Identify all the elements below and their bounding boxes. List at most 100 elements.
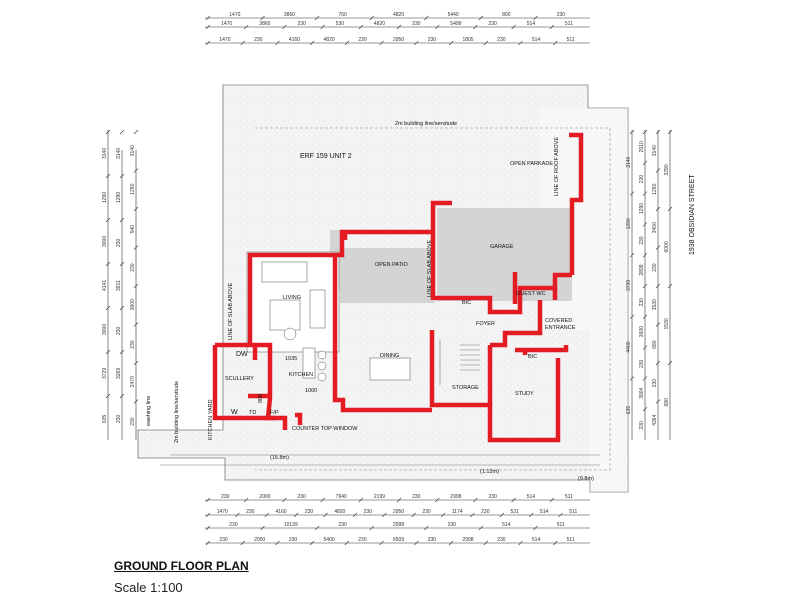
dim-bottom-tick-1-8 (440, 512, 446, 518)
dim-bottom-1-0: 1470 (217, 509, 228, 515)
dim-left-0-4: 3000 (102, 324, 108, 335)
dim-top-tick-1-3 (320, 24, 325, 30)
dim-bottom-1-8: 1174 (452, 509, 463, 515)
dim-top-1-8: 514 (527, 21, 536, 27)
dim-bottom-tick-3-9 (518, 540, 523, 546)
dim-left-0-1: 1290 (102, 192, 108, 203)
dim-top-tick-1-2 (282, 24, 287, 30)
dim-right-tick-0-3 (629, 314, 635, 320)
dim-left-2-1: 1290 (130, 183, 136, 194)
line-of-slab-above-left: LINE OF SLAB ABOVE (228, 283, 234, 340)
dim-bottom-tick-1-1 (235, 512, 240, 518)
dim-bottom-tick-1-4 (323, 512, 328, 518)
dim-right-tick-1-5 (642, 283, 648, 289)
dim-left-2-0: 3140 (130, 145, 136, 156)
dim-top-1-5: 230 (412, 21, 421, 27)
dim-9-8: (9.8m) (578, 476, 594, 482)
dim-right-1-1: 230 (639, 175, 645, 184)
dim-top-2-0: 1470 (219, 37, 230, 43)
dim-bottom-0-7: 230 (489, 494, 498, 500)
dim-bottom-2-5: 514 (502, 522, 511, 528)
dim-top-tick-2-6 (414, 40, 419, 46)
dim-right-tick-1-4 (642, 252, 648, 258)
dim-bottom-2-0: 230 (229, 522, 238, 528)
room-garage: GARAGE (490, 244, 514, 250)
dim-bottom-tick-0-6 (434, 497, 440, 503)
dim-top-tick-1-5 (396, 24, 402, 30)
dim-left-tick-2-7 (133, 399, 139, 404)
dim-bottom-tick-3-6 (414, 540, 419, 546)
dim-right-1-2: 1290 (639, 203, 645, 214)
dim-bottom-3-8: 230 (497, 537, 506, 543)
dim-right-tick-2-7 (655, 399, 661, 404)
room-bic-2: BIC (528, 354, 537, 360)
dim-right-tick-1-6 (642, 314, 648, 320)
dim-bottom-1-10: 531 (511, 509, 520, 515)
dim-bottom-tick-1-5 (352, 512, 358, 518)
plan-title: GROUND FLOOR PLAN (114, 559, 249, 573)
dim-right-tick-0-2 (629, 252, 635, 258)
dim-right-1-6: 3600 (639, 326, 645, 337)
dim-right-0-4: 635 (626, 406, 632, 415)
dim-top-2-6: 230 (428, 37, 437, 43)
dim-bottom-tick-0-9 (549, 497, 555, 503)
dim-bottom-0-9: 511 (565, 494, 573, 500)
dim-bottom-tick-3-1 (240, 540, 245, 546)
dim-top-tick-0-1 (260, 15, 265, 21)
dim-bottom-3-7: 2998 (462, 537, 473, 543)
dim-top-2-8: 230 (497, 37, 506, 43)
dim-right-tick-2-1 (655, 168, 661, 173)
dim-left-tick-1-5 (119, 349, 125, 355)
dim-right-tick-1-0 (642, 129, 648, 135)
dim-left-tick-2-0 (133, 129, 139, 135)
dim-right-1-0: 2910 (639, 141, 645, 152)
dim-bottom-2-2: 230 (338, 522, 347, 528)
dim-right-2-1: 1290 (652, 183, 658, 194)
dim-right-tick-2-0 (655, 129, 661, 135)
dim-left-0-6: 635 (102, 414, 108, 423)
dim-top-0-5: 800 (502, 12, 511, 18)
dim-top-1-7: 230 (489, 21, 498, 27)
dim-right-tick-1-1 (642, 160, 648, 166)
dim-bottom-tick-1-2 (264, 512, 269, 518)
dim-left-tick-0-1 (105, 173, 111, 179)
dim-top-1-9: 511 (565, 21, 573, 27)
dim-right-tick-2-6 (655, 360, 661, 366)
dim-left-tick-1-1 (119, 173, 125, 179)
dim-top-1-4: 4820 (374, 21, 385, 27)
dim-right-tick-0-4 (629, 376, 635, 381)
dim-right-2-6: 230 (652, 379, 658, 388)
building-line-label: 2m building line/servitude (395, 121, 457, 127)
dim-top-0-1: 3860 (284, 12, 295, 18)
dim-left-1-5: 3269 (116, 368, 122, 379)
dim-right-tick-2-2 (655, 206, 661, 212)
dim-bottom-tick-1-11 (529, 512, 534, 518)
dim-right-0-3: 4400 (626, 341, 632, 352)
dim-bottom-1-9: 230 (481, 509, 490, 515)
dim-bottom-tick-2-4 (424, 525, 429, 531)
dim-bottom-3-9: 514 (532, 537, 541, 543)
erf-label: ERF 159 UNIT 2 (300, 153, 352, 160)
dim-left-0-2: 3000 (102, 236, 108, 247)
dim-right-tick-1-3 (642, 222, 648, 227)
dim-right-tick-2-4 (655, 283, 661, 289)
dim-top-2-7: 1805 (462, 37, 473, 43)
dim-bottom-tick-0-4 (358, 497, 364, 503)
room-w: W (231, 409, 238, 416)
dim-bottom-tick-0-1 (243, 497, 249, 503)
dim-bottom-1-4: 4820 (334, 509, 345, 515)
dim-right-tick-3-3 (667, 360, 673, 366)
dim-bottom-tick-1-9 (470, 512, 475, 518)
dim-top-0-2: 760 (338, 12, 347, 18)
dim-bottom-0-1: 2000 (259, 494, 270, 500)
room-kitchen: KITCHEN (289, 372, 313, 378)
dim-bottom-tick-2-1 (260, 525, 265, 531)
interior-floor (246, 251, 480, 385)
dim-top-1-2: 230 (298, 21, 307, 27)
dim-top-tick-2-4 (344, 40, 350, 46)
dim-bottom-2-4: 230 (448, 522, 457, 528)
dim-right-tick-3-0 (667, 129, 673, 135)
dim-right-tick-1-8 (642, 376, 648, 381)
room-open-parkade: OPEN PARKADE (510, 161, 553, 167)
